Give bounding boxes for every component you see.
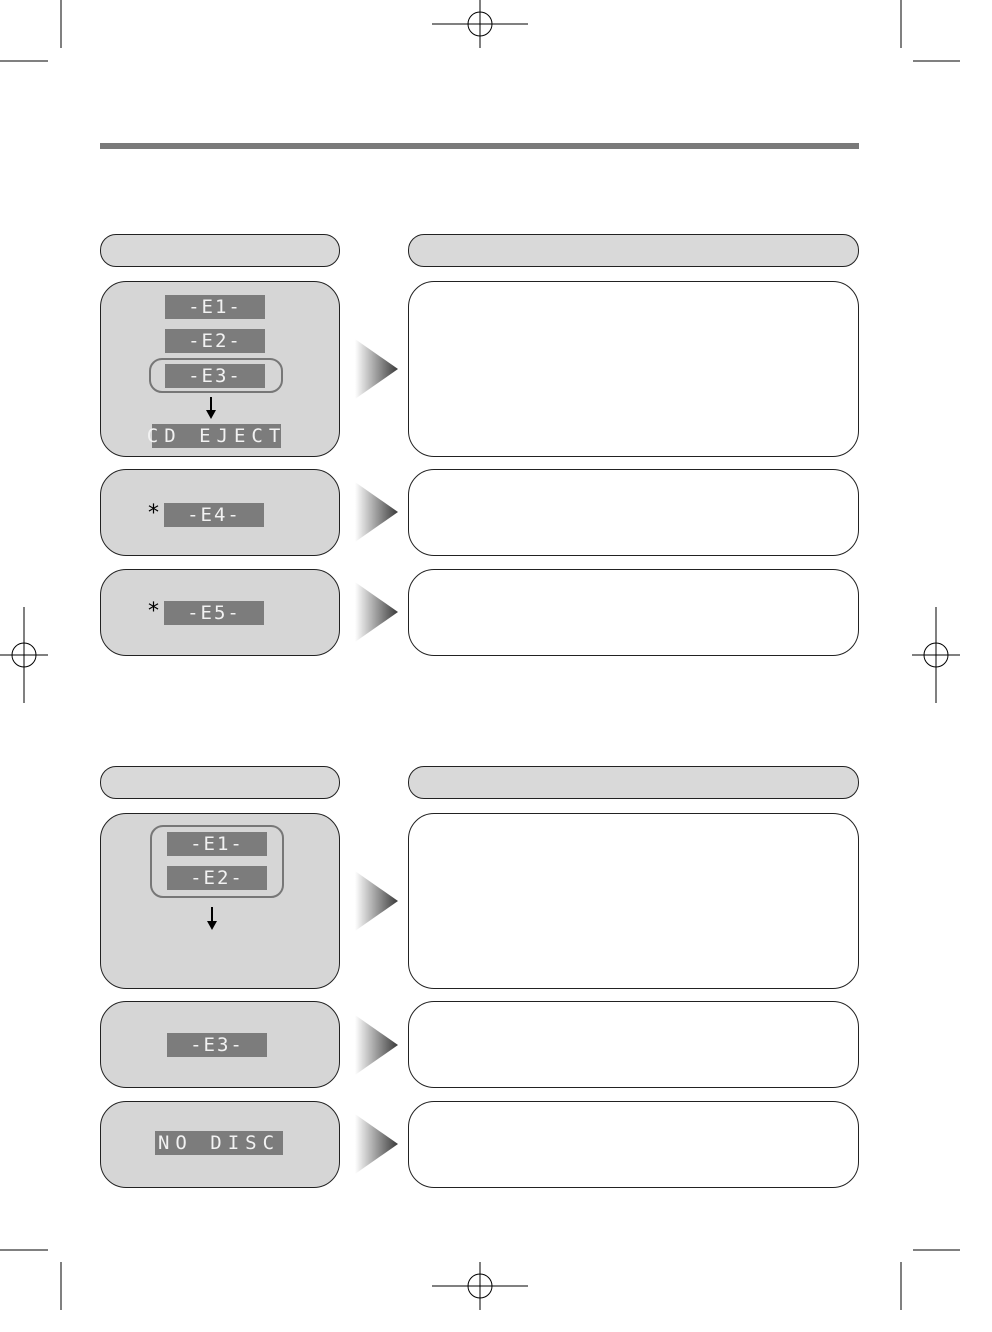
section2-cause-header <box>408 766 859 799</box>
down-arrow-icon <box>206 410 216 419</box>
arrow-right-icon <box>355 482 398 542</box>
arrow-right-icon <box>355 582 398 642</box>
asterisk-marker: * <box>148 599 159 624</box>
section1-row1-description <box>408 281 859 457</box>
section2-display-header <box>100 766 340 799</box>
section2-row2-description <box>408 1001 859 1088</box>
section1-row2-description <box>408 469 859 556</box>
lcd-no-disc: NO DISC <box>155 1131 283 1155</box>
lcd-e5: -E5- <box>164 601 264 625</box>
down-arrow-icon <box>207 921 217 930</box>
header-rule <box>100 143 859 149</box>
down-arrow-line <box>211 907 213 922</box>
arrow-right-icon <box>355 1114 398 1174</box>
arrow-right-icon <box>355 1015 398 1075</box>
lcd-e3: -E3- <box>165 364 265 388</box>
lcd-e4: -E4- <box>164 503 264 527</box>
section1-cause-header <box>408 234 859 267</box>
section1-display-header <box>100 234 340 267</box>
lcd-e2: -E2- <box>165 329 265 353</box>
highlight-frame <box>150 825 284 898</box>
lcd-e1: -E1- <box>167 832 267 856</box>
section2-row1-description <box>408 813 859 989</box>
arrow-right-icon <box>355 339 398 399</box>
section2-row3-description <box>408 1101 859 1188</box>
lcd-e2: -E2- <box>167 866 267 890</box>
asterisk-marker: * <box>148 501 159 526</box>
lcd-e3: -E3- <box>167 1033 267 1057</box>
lcd-cd-eject: CD EJECT <box>146 424 287 448</box>
down-arrow-line <box>210 397 212 411</box>
arrow-right-icon <box>355 871 398 931</box>
highlight-frame <box>149 358 283 393</box>
lcd-e1: -E1- <box>165 295 265 319</box>
section1-row3-description <box>408 569 859 656</box>
